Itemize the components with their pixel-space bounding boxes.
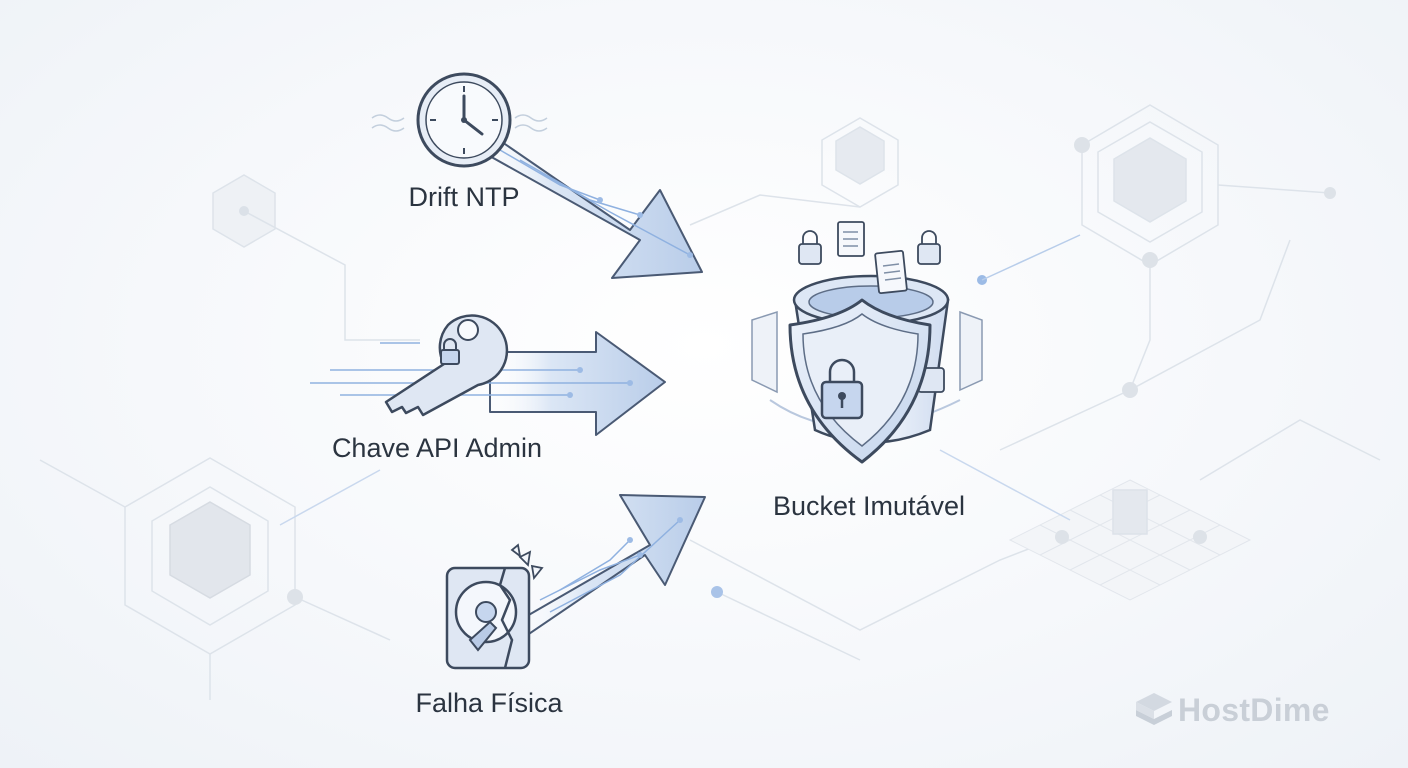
- background-network: [39, 104, 1381, 700]
- brand-name: HostDime: [1178, 691, 1330, 728]
- network-nodes: [239, 137, 1336, 605]
- clock-icon: [371, 72, 548, 168]
- hard-drive-icon: [445, 543, 544, 670]
- label-falha-fisica: Falha Física: [415, 688, 563, 718]
- key-icon: [384, 314, 509, 417]
- label-drift-ntp: Drift NTP: [408, 182, 520, 212]
- arrow-falha-fisica: [519, 494, 706, 641]
- arrow-drift-ntp: [469, 119, 703, 279]
- brand-logo: HostDime: [1132, 688, 1330, 732]
- shield-bucket-icon: [751, 221, 983, 464]
- label-bucket-imutavel: Bucket Imutável: [772, 491, 966, 521]
- label-chave-api-admin: Chave API Admin: [331, 433, 543, 463]
- hostdime-logo-icon: [1136, 693, 1172, 725]
